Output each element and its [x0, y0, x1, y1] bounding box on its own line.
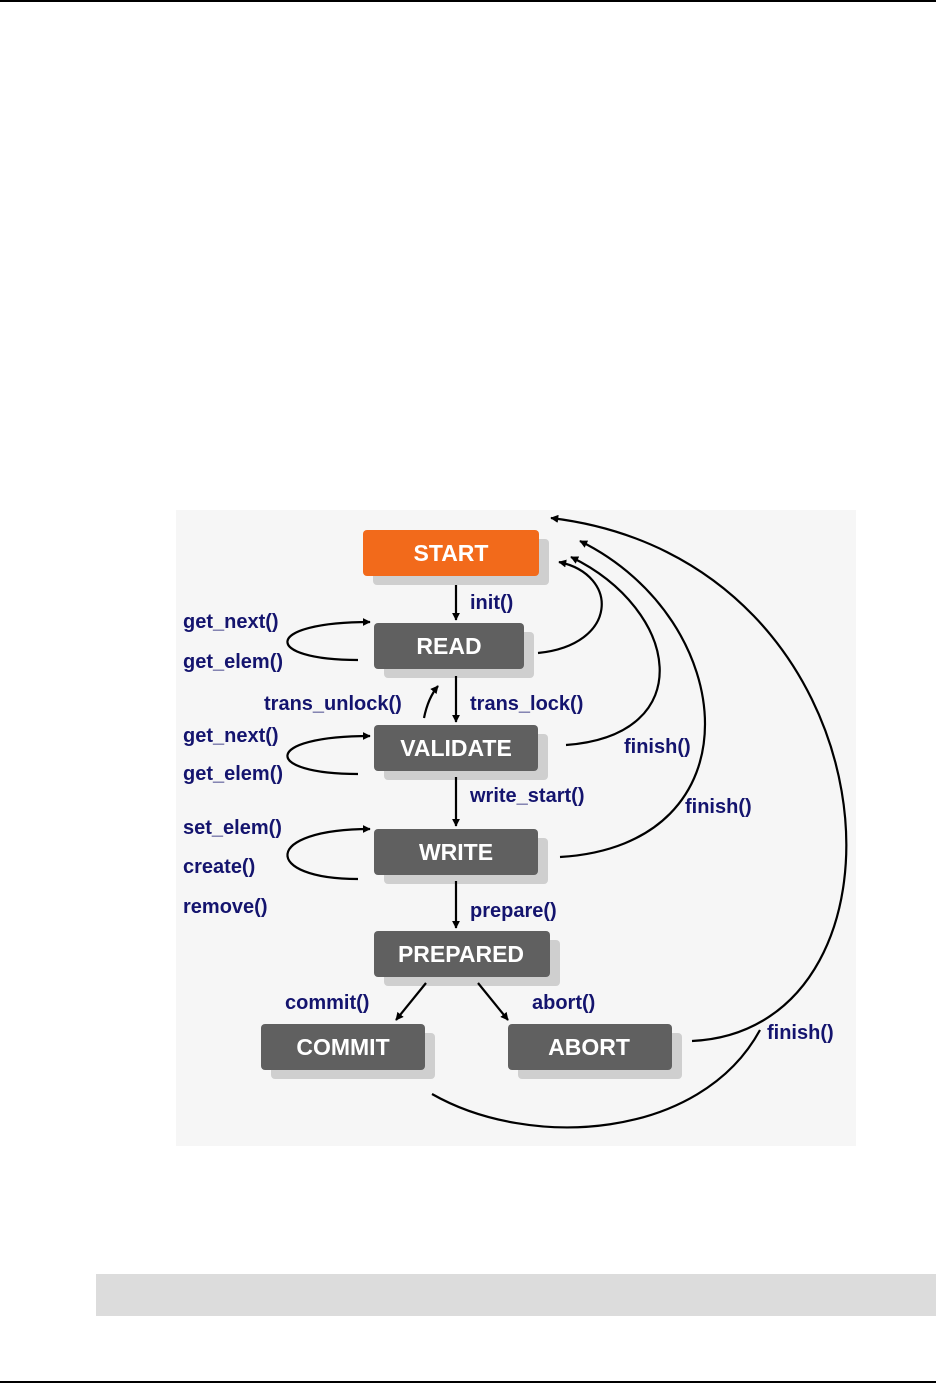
state-write: WRITE: [374, 829, 538, 875]
bottom-rule: [0, 1381, 936, 1383]
label-init: init(): [470, 592, 513, 614]
state-read-label: READ: [416, 633, 481, 659]
label-set-elem: set_elem(): [183, 817, 282, 839]
label-trans-unlock: trans_unlock(): [264, 693, 402, 715]
label-read-get-next: get_next(): [183, 611, 279, 633]
curve-commit-to-start: [431, 1029, 761, 1129]
state-commit-label: COMMIT: [296, 1034, 389, 1060]
caption-bar: [96, 1274, 936, 1316]
state-read: READ: [374, 623, 524, 669]
curve-read-to-start: [537, 559, 603, 655]
loop-validate: [286, 732, 371, 776]
state-start: START: [363, 530, 539, 576]
top-rule: [0, 0, 936, 2]
loop-read: [286, 618, 371, 662]
curve-abort-to-start: [550, 514, 848, 1043]
label-read-get-elem: get_elem(): [183, 651, 283, 673]
label-validate-get-next: get_next(): [183, 725, 279, 747]
state-read-box: [374, 623, 524, 669]
state-commit: COMMIT: [261, 1024, 425, 1070]
arrow-commit: [395, 982, 427, 1021]
arrow-trans-unlock: [422, 685, 439, 719]
state-write-box: [374, 829, 538, 875]
state-abort-label: ABORT: [548, 1034, 630, 1060]
label-finish-abort: finish(): [767, 1022, 834, 1044]
state-commit-box: [261, 1024, 425, 1070]
label-finish-write: finish(): [685, 796, 752, 818]
label-remove: remove(): [183, 896, 267, 918]
curve-write-to-start: [559, 540, 706, 859]
label-commit: commit(): [285, 992, 369, 1014]
curve-validate-to-start: [565, 556, 661, 747]
label-create: create(): [183, 856, 255, 878]
label-finish-validate: finish(): [624, 736, 691, 758]
label-prepare: prepare(): [470, 900, 557, 922]
state-prepared-box: [374, 931, 550, 977]
state-abort-box: [508, 1024, 672, 1070]
state-prepared-label: PREPARED: [398, 941, 524, 967]
state-abort: ABORT: [508, 1024, 672, 1070]
state-start-box: [363, 530, 539, 576]
state-prepared: PREPARED: [374, 931, 550, 977]
state-write-label: WRITE: [419, 839, 493, 865]
label-write-start: write_start(): [469, 785, 584, 807]
label-trans-lock: trans_lock(): [470, 693, 583, 715]
state-validate: VALIDATE: [374, 725, 538, 771]
label-validate-get-elem: get_elem(): [183, 763, 283, 785]
label-abort: abort(): [532, 992, 595, 1014]
state-start-label: START: [414, 540, 489, 566]
transition-labels: init() get_next() get_elem() trans_unloc…: [183, 592, 834, 1044]
loop-write: [286, 825, 371, 881]
state-validate-label: VALIDATE: [400, 735, 512, 761]
arrow-abort: [477, 982, 509, 1021]
transition-arrows: [286, 514, 848, 1129]
state-validate-box: [374, 725, 538, 771]
